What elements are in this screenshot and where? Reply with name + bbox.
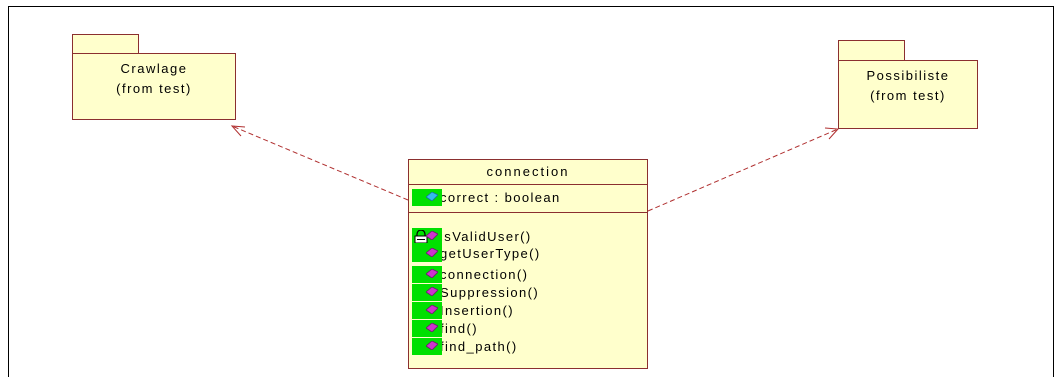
operation-icon-box	[412, 302, 442, 319]
operation-row[interactable]: find_path()	[412, 338, 518, 355]
attribute-label: correct : boolean	[440, 190, 561, 205]
operation-label: find()	[440, 321, 479, 336]
operation-icon	[426, 323, 438, 332]
package-tab	[838, 40, 905, 61]
operation-icon	[426, 341, 438, 350]
class-connection[interactable]: connection correct : boolean	[408, 159, 648, 369]
attribute-icon	[412, 189, 442, 206]
class-name: connection	[409, 160, 647, 185]
package-name: Crawlage	[120, 61, 188, 76]
operation-row[interactable]: find()	[412, 320, 478, 337]
operation-label: isValidUser()	[440, 229, 532, 244]
operation-row[interactable]: isValidUser()	[412, 228, 532, 245]
package-name: Possibiliste	[866, 68, 950, 83]
dependency-to-crawlage[interactable]	[230, 125, 409, 201]
package-tab	[72, 34, 139, 54]
package-body: Possibiliste (from test)	[838, 60, 978, 129]
operation-icon-box	[412, 320, 442, 337]
operation-label: Insertion()	[440, 303, 514, 318]
lock-icon	[414, 230, 428, 243]
operation-row[interactable]: getUserType()	[412, 245, 541, 262]
dependency-to-possibiliste[interactable]	[647, 127, 840, 212]
package-origin: (from test)	[116, 81, 192, 96]
attributes-compartment: correct : boolean	[409, 185, 647, 213]
operation-icon-box	[412, 245, 442, 262]
operation-label: Suppression()	[440, 285, 540, 300]
operation-icon-box	[412, 338, 442, 355]
operation-icon	[426, 269, 438, 278]
operation-row[interactable]: connection()	[412, 266, 528, 283]
operation-row[interactable]: Insertion()	[412, 302, 514, 319]
operation-icon	[426, 287, 438, 296]
operation-label: connection()	[440, 267, 529, 282]
package-body: Crawlage (from test)	[72, 53, 236, 120]
diagram-frame	[8, 6, 1054, 377]
operation-icon-box	[412, 228, 442, 245]
operation-icon	[426, 231, 438, 240]
operation-label: find_path()	[440, 339, 518, 354]
operation-icon-box	[412, 266, 442, 283]
operation-row[interactable]: Suppression()	[412, 284, 539, 301]
package-origin: (from test)	[870, 88, 946, 103]
operation-icon	[426, 248, 438, 257]
operation-icon	[426, 305, 438, 314]
attribute-row[interactable]: correct : boolean	[412, 189, 561, 206]
operation-label: getUserType()	[440, 246, 541, 261]
operation-icon-box	[412, 284, 442, 301]
